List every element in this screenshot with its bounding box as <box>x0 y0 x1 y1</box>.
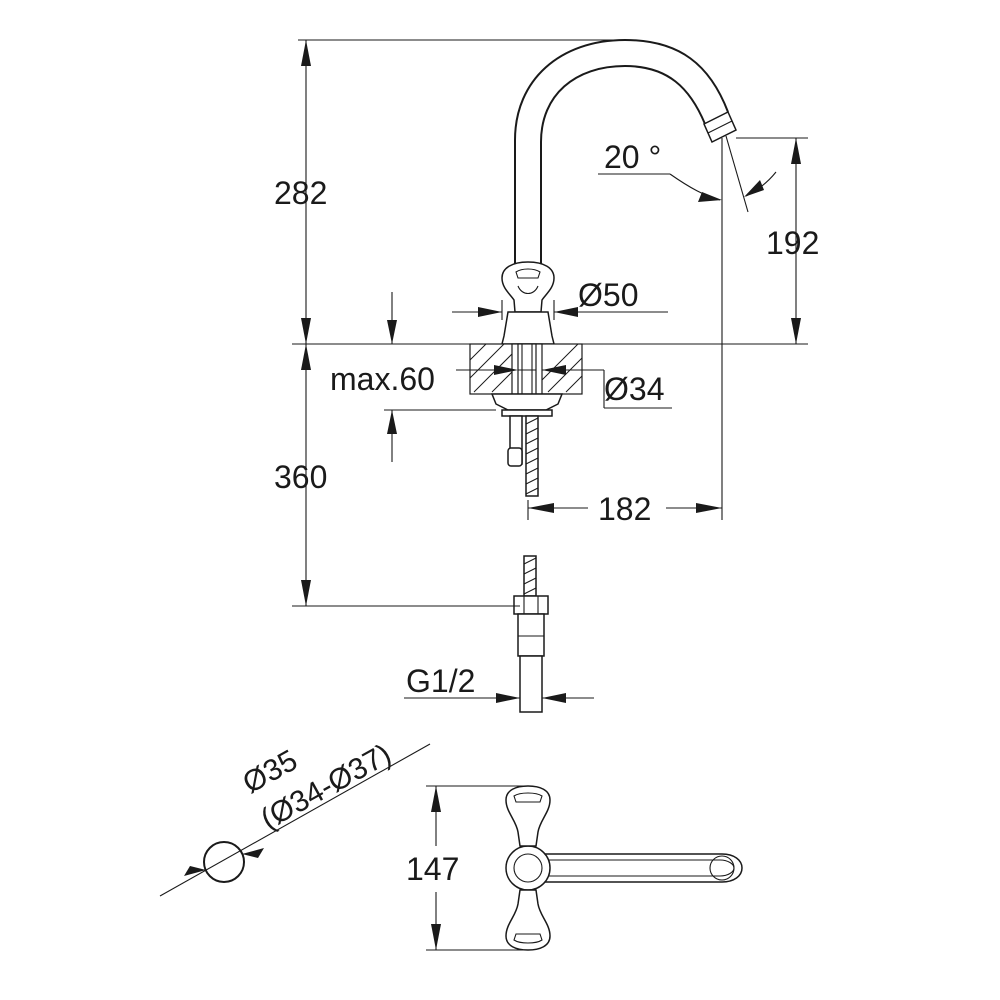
label-shank-diameter: Ø34 <box>604 371 664 407</box>
label-below-deck-length: 360 <box>274 459 327 495</box>
top-spout-arm <box>527 853 743 883</box>
label-connection-thread: G1/2 <box>406 663 475 699</box>
label-outlet-height: 192 <box>766 225 819 261</box>
label-handle-span: 147 <box>406 851 459 887</box>
label-base-diameter: Ø50 <box>578 277 638 313</box>
label-total-height: 282 <box>274 175 327 211</box>
hole-detail <box>159 743 431 897</box>
side-handle <box>501 261 555 313</box>
mounting-nut <box>490 393 564 411</box>
top-handle-lower <box>505 889 551 951</box>
spout-inner-contour <box>540 64 706 270</box>
dimension-lines <box>292 39 808 703</box>
label-max-deck-thickness: max.60 <box>330 361 435 397</box>
faucet-side-view <box>469 38 737 497</box>
label-spout-reach: 182 <box>598 491 651 527</box>
top-handle-upper <box>505 785 551 847</box>
label-spout-angle: 20 ° <box>604 139 661 175</box>
supply-hoses <box>507 415 539 497</box>
hose-end-detail <box>513 555 549 713</box>
faucet-top-view <box>426 785 743 951</box>
faucet-base <box>501 311 555 345</box>
